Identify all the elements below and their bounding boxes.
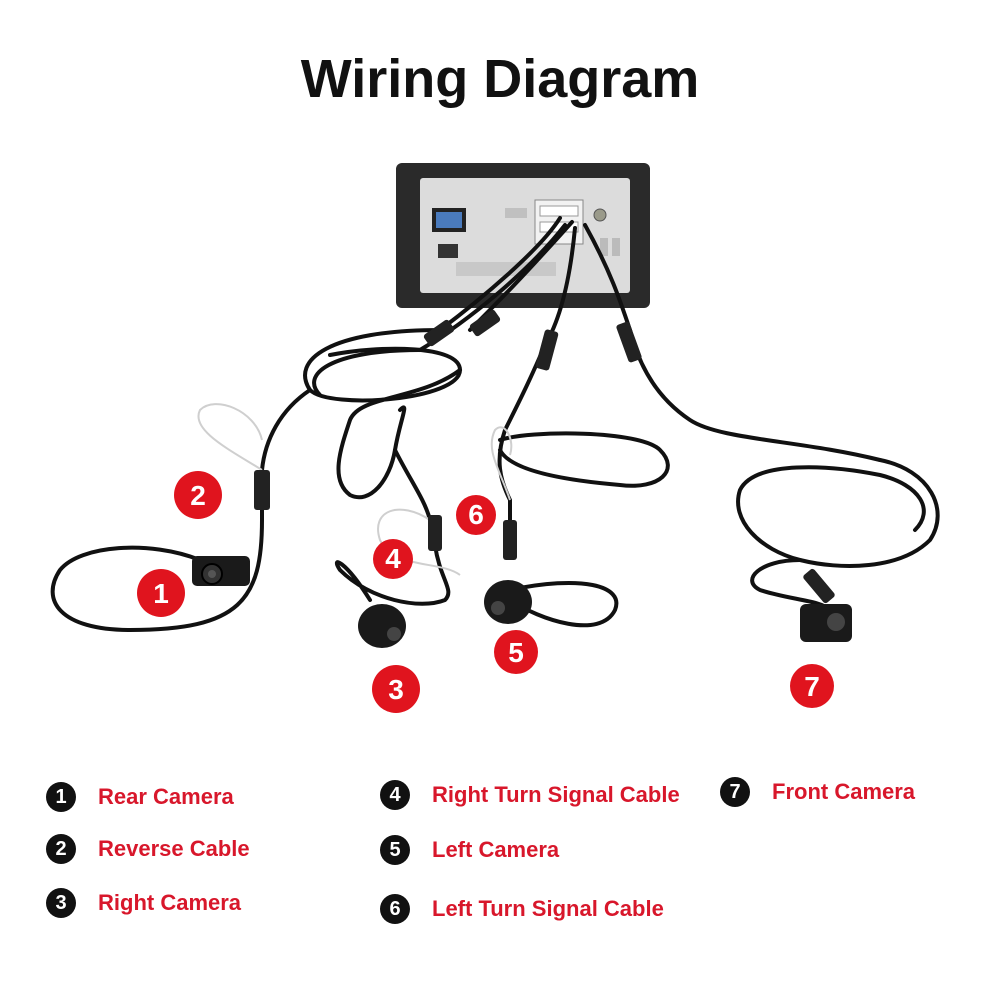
- badge-5: 5: [494, 630, 538, 674]
- legend-item-left-camera: 5 Left Camera: [380, 835, 559, 865]
- legend-number: 5: [380, 835, 410, 865]
- svg-text:1: 1: [153, 578, 169, 609]
- connectors: [254, 309, 835, 604]
- badge-1: 1: [137, 569, 185, 617]
- rear-camera: [192, 556, 250, 586]
- svg-text:3: 3: [388, 674, 404, 705]
- legend-number: 3: [46, 888, 76, 918]
- right-camera: [358, 604, 406, 648]
- legend-number: 7: [720, 777, 750, 807]
- legend-item-right-camera: 3 Right Camera: [46, 888, 241, 918]
- legend-number: 4: [380, 780, 410, 810]
- legend-item-rear-camera: 1 Rear Camera: [46, 782, 234, 812]
- legend-item-left-turn-signal-cable: 6 Left Turn Signal Cable: [380, 894, 664, 924]
- badge-4: 4: [373, 539, 413, 579]
- legend-item-front-camera: 7 Front Camera: [720, 777, 915, 807]
- left-camera: [484, 580, 532, 624]
- legend-item-right-turn-signal-cable: 4 Right Turn Signal Cable: [380, 780, 680, 810]
- legend-label: Left Turn Signal Cable: [432, 896, 664, 921]
- legend-label: Reverse Cable: [98, 836, 250, 861]
- legend-number: 6: [380, 894, 410, 924]
- legend-label: Right Camera: [98, 890, 242, 915]
- svg-text:5: 5: [508, 637, 524, 668]
- svg-text:6: 6: [468, 499, 484, 530]
- legend-label: Front Camera: [772, 779, 916, 804]
- svg-text:7: 7: [804, 671, 820, 702]
- legend-label: Left Camera: [432, 837, 560, 862]
- legend-number: 2: [46, 834, 76, 864]
- front-camera: [800, 604, 852, 642]
- badge-3: 3: [372, 665, 420, 713]
- badge-7: 7: [790, 664, 834, 708]
- badge-6: 6: [456, 495, 496, 535]
- legend-label: Right Turn Signal Cable: [432, 782, 680, 807]
- signal-wires: [197, 403, 513, 576]
- svg-text:4: 4: [385, 543, 401, 574]
- legend-number: 1: [46, 782, 76, 812]
- head-unit: [396, 163, 650, 308]
- legend-label: Rear Camera: [98, 784, 234, 809]
- legend-item-reverse-cable: 2 Reverse Cable: [46, 834, 250, 864]
- svg-text:2: 2: [190, 480, 206, 511]
- page-title: Wiring Diagram: [300, 49, 700, 109]
- badge-2: 2: [174, 471, 222, 519]
